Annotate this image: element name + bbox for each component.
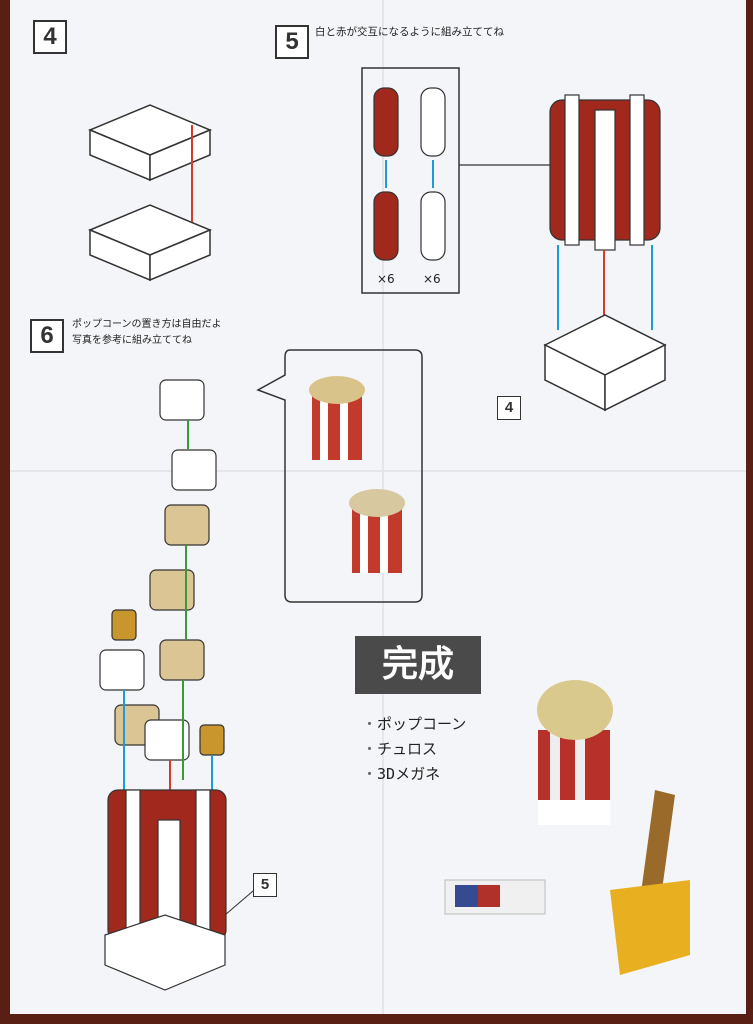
fold-line xyxy=(10,470,746,472)
list-item: ポップコーン xyxy=(362,712,466,737)
ref-step-4: 4 xyxy=(497,396,521,420)
completion-title: 完成 xyxy=(355,636,481,694)
plate-illustration xyxy=(88,104,212,282)
popcorn-body xyxy=(104,789,227,991)
ref-step-5: 5 xyxy=(253,873,277,897)
step-5-number: 5 xyxy=(275,25,309,59)
instruction-line: ポップコーンの置き方は自由だよ xyxy=(72,319,222,330)
step-6-instruction: ポップコーンの置き方は自由だよ 写真を参考に組み立ててね xyxy=(72,317,222,349)
step-5-instruction: 白と赤が交互になるように組み立ててね xyxy=(315,26,504,38)
completed-photo xyxy=(444,680,690,975)
parts-box xyxy=(361,67,460,294)
photo-callout xyxy=(256,349,423,603)
list-item: チュロス xyxy=(362,737,466,762)
list-item: 3Dメガネ xyxy=(362,762,466,787)
pillar-assembly xyxy=(549,94,661,251)
count-white: ×6 xyxy=(423,272,441,286)
pillar-parts xyxy=(373,87,446,261)
count-red: ×6 xyxy=(377,272,395,286)
base-plate xyxy=(543,314,667,412)
popcorn-photo xyxy=(309,376,405,573)
completion-list: ポップコーン チュロス 3Dメガネ xyxy=(362,712,466,787)
instruction-line: 写真を参考に組み立ててね xyxy=(72,335,192,346)
step-4-number: 4 xyxy=(33,20,67,54)
step-6-number: 6 xyxy=(30,319,64,353)
round-bricks xyxy=(99,379,225,761)
